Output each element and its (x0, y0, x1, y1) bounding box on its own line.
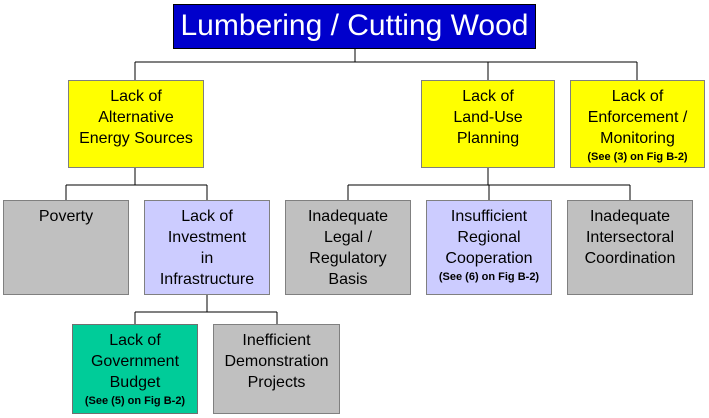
node-label: Inadequate Intersectoral Coordination (584, 208, 676, 267)
node-government-budget: Lack of Government Budget (See (5) on Fi… (72, 324, 198, 414)
node-label: Inadequate Legal / Regulatory Basis (307, 208, 389, 288)
root-label: Lumbering / Cutting Wood (180, 9, 529, 42)
node-intersectoral-coordination: Inadequate Intersectoral Coordination (567, 200, 693, 295)
root-node: Lumbering / Cutting Wood (173, 4, 536, 49)
node-label: Lack of Land-Use Planning (453, 88, 523, 147)
node-reference-note: (See (6) on Fig B-2) (438, 271, 540, 283)
node-investment-infrastructure: Lack of Investment in Infrastructure (144, 200, 270, 295)
node-label: Insufficient Regional Cooperation (445, 208, 533, 267)
node-alternative-energy: Lack of Alternative Energy Sources (68, 80, 204, 168)
node-demonstration-projects: Inefficient Demonstration Projects (213, 324, 340, 414)
node-label: Lack of Enforcement / Monitoring (587, 88, 688, 147)
node-reference-note: (See (3) on Fig B-2) (587, 151, 688, 163)
node-label: Lack of Alternative Energy Sources (79, 88, 193, 147)
node-reference-note: (See (5) on Fig B-2) (84, 395, 186, 407)
node-land-use-planning: Lack of Land-Use Planning (421, 80, 555, 168)
node-poverty: Poverty (3, 200, 129, 295)
node-label: Inefficient Demonstration Projects (224, 332, 329, 391)
node-label: Poverty (38, 208, 94, 225)
node-enforcement-monitoring: Lack of Enforcement / Monitoring (See (3… (570, 80, 705, 168)
node-label: Lack of Government Budget (90, 332, 180, 391)
node-label: Lack of Investment in Infrastructure (159, 208, 255, 288)
node-legal-regulatory: Inadequate Legal / Regulatory Basis (285, 200, 411, 295)
node-regional-cooperation: Insufficient Regional Cooperation (See (… (426, 200, 552, 295)
